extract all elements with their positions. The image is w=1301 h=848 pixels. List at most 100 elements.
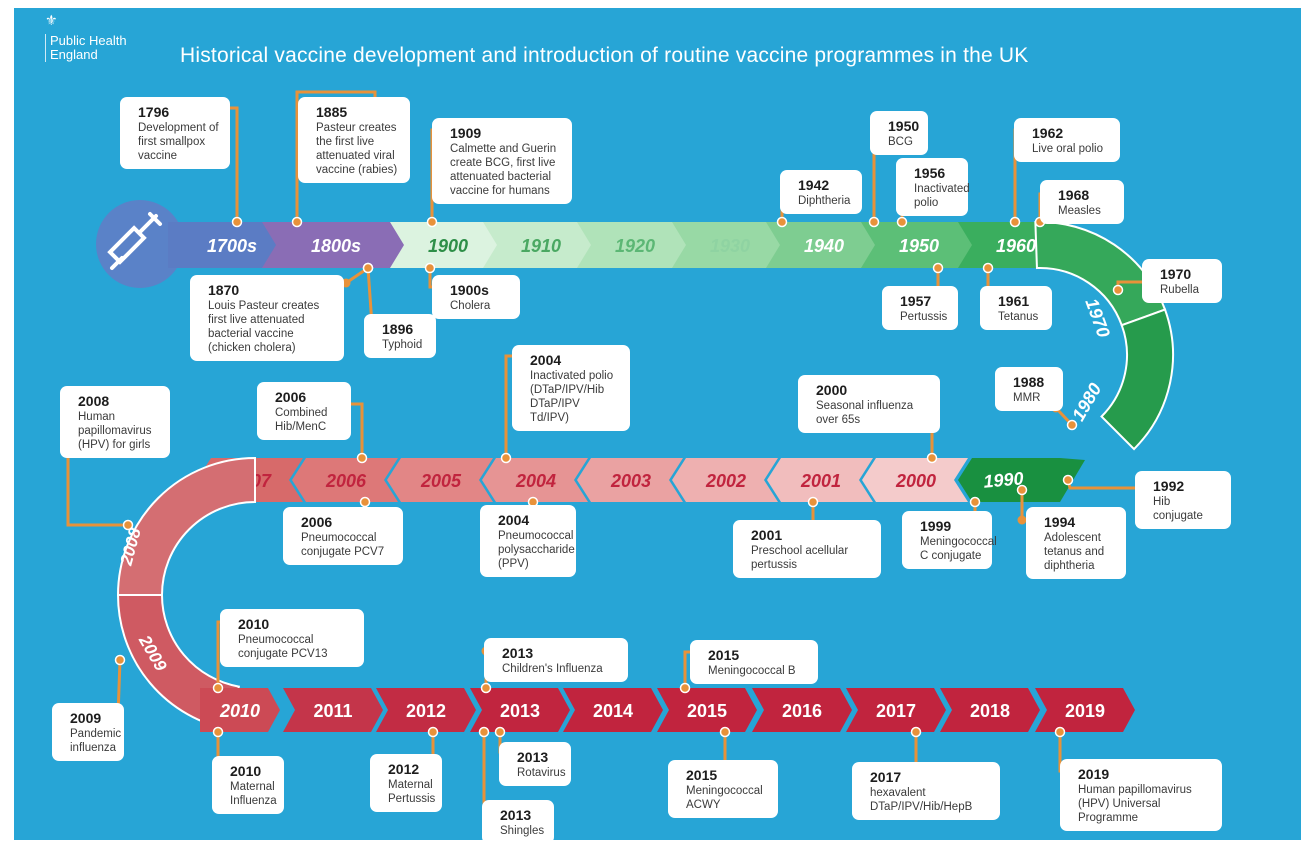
event-description: Tetanus — [998, 311, 1039, 323]
timeline-segment-2010 — [200, 688, 280, 732]
event-description: Shingles — [500, 825, 545, 837]
timeline-segment-1900 — [390, 222, 504, 268]
event-description: Meningococcal B — [708, 665, 796, 677]
connector-dot — [1062, 474, 1074, 486]
crest-icon: ⚜ — [45, 12, 58, 28]
connector-dot — [1016, 484, 1028, 496]
brand-name-line1: Public Health — [50, 33, 127, 48]
timeline-segment-2003 — [577, 458, 683, 502]
event-description: Calmette and Guerin create BCG, first li… — [450, 143, 557, 197]
connector-dot — [910, 726, 922, 738]
timeline-segment-1910 — [483, 222, 597, 268]
connector-dot — [1017, 515, 1027, 525]
event-year: 2001 — [751, 527, 783, 543]
timeline-label-2014: 2014 — [593, 701, 633, 721]
timeline-label-1920: 1920 — [615, 236, 655, 256]
timeline-label-2012: 2012 — [406, 701, 446, 721]
event-description: Inactivated polio (DTaP/IPV/Hib DTaP/IPV… — [530, 370, 614, 424]
connector-dot — [776, 216, 788, 228]
connector-dot — [807, 496, 819, 508]
event-description: Development of first smallpox vaccine — [138, 122, 219, 162]
timeline-label-1910: 1910 — [521, 236, 561, 256]
event-year: 2006 — [275, 389, 307, 405]
connector-dot — [932, 262, 944, 274]
timeline-segment-2005 — [387, 458, 493, 502]
timeline-segment-2013 — [470, 688, 570, 732]
connector-dot — [231, 216, 243, 228]
timeline-label-1700s: 1700s — [207, 236, 257, 256]
timeline-segment-2015 — [657, 688, 757, 732]
event-year: 1900s — [450, 282, 489, 298]
connector-dot — [478, 726, 490, 738]
connector-dot — [356, 452, 368, 464]
connector-dot — [969, 496, 981, 508]
event-description: Hib conjugate — [1153, 496, 1203, 522]
event-description: Rubella — [1160, 284, 1199, 296]
event-year: 2004 — [530, 352, 562, 368]
connector-dot — [719, 726, 731, 738]
timeline-label-2016: 2016 — [782, 701, 822, 721]
event-description: Pasteur creates the first live attenuate… — [316, 122, 398, 176]
event-year: 1961 — [998, 293, 1030, 309]
connector-dot — [982, 262, 994, 274]
event-year: 2006 — [301, 514, 333, 530]
event-description: Preschool acellular pertussis — [751, 545, 849, 571]
event-description: Typhoid — [382, 339, 423, 351]
event-description: Pneumococcal conjugate PCV13 — [238, 634, 328, 660]
event-year: 1942 — [798, 177, 830, 193]
event-year: 1999 — [920, 518, 952, 534]
timeline-label-2006: 2006 — [325, 471, 367, 491]
connector-dot — [359, 496, 371, 508]
page-title: Historical vaccine development and intro… — [180, 44, 1029, 67]
connector-dot — [868, 216, 880, 228]
event-year: 2017 — [870, 769, 902, 785]
timeline-segment-2014 — [563, 688, 663, 732]
timeline-segment-2006 — [292, 458, 398, 502]
event-description: Meningococcal ACWY — [686, 785, 763, 811]
timeline-segment-1700s — [168, 222, 284, 268]
connector-dot — [896, 216, 908, 228]
event-year: 1870 — [208, 282, 240, 298]
event-year: 1994 — [1044, 514, 1076, 530]
event-year: 2015 — [708, 647, 740, 663]
connector-dot — [926, 452, 938, 464]
timeline-label-1960: 1960 — [996, 236, 1036, 256]
event-year: 1909 — [450, 125, 482, 141]
event-year: 2004 — [498, 512, 530, 528]
event-description: Measles — [1058, 205, 1101, 217]
timeline-segment-2017 — [846, 688, 946, 732]
timeline-label-2019: 2019 — [1065, 701, 1105, 721]
connector-dot — [212, 682, 224, 694]
timeline-label-2017: 2017 — [876, 701, 916, 721]
event-year: 2010 — [238, 616, 270, 632]
brand-logo: Public Health England — [45, 34, 127, 62]
connector-dot — [1054, 726, 1066, 738]
connector-dot — [122, 519, 134, 531]
event-description: Combined Hib/MenC — [275, 407, 328, 433]
timeline-label-1950: 1950 — [899, 236, 939, 256]
connector-dot — [1066, 419, 1078, 431]
event-year: 2009 — [70, 710, 102, 726]
event-description: Louis Pasteur creates first live attenua… — [208, 300, 320, 354]
connector-dot — [1112, 284, 1124, 296]
connector-dot — [291, 216, 303, 228]
event-year: 1957 — [900, 293, 932, 309]
